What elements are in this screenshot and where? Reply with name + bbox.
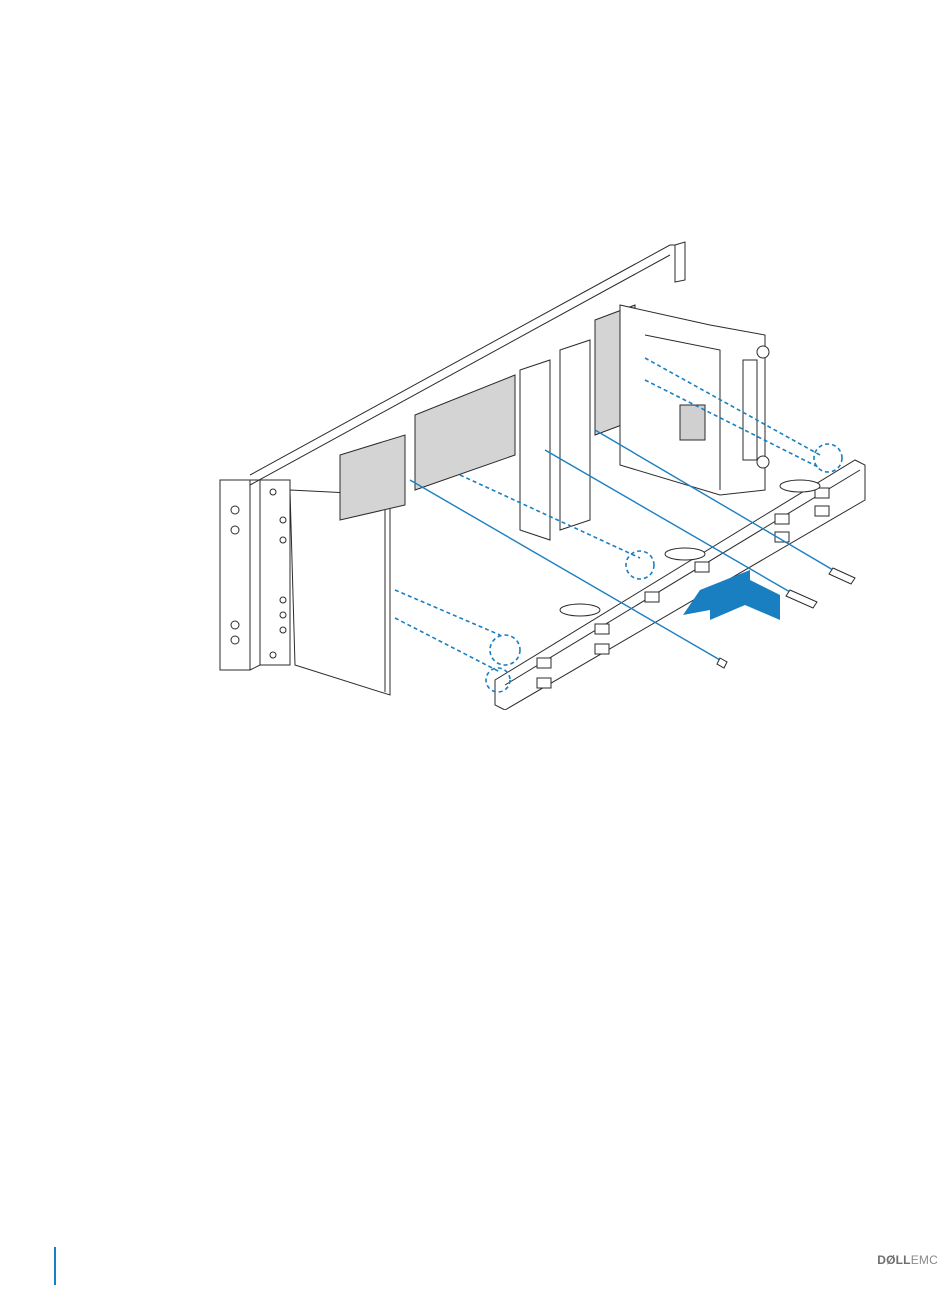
drive-bay-walls [340,305,635,540]
dell-emc-logo: DØLL EMC [877,1250,938,1270]
logo-emc-text: EMC [911,1253,938,1267]
page-accent-bar [54,1247,56,1285]
backplane-install-illustration [215,240,875,710]
controller-module [620,305,769,495]
logo-dell-text: DØLL [877,1253,910,1267]
